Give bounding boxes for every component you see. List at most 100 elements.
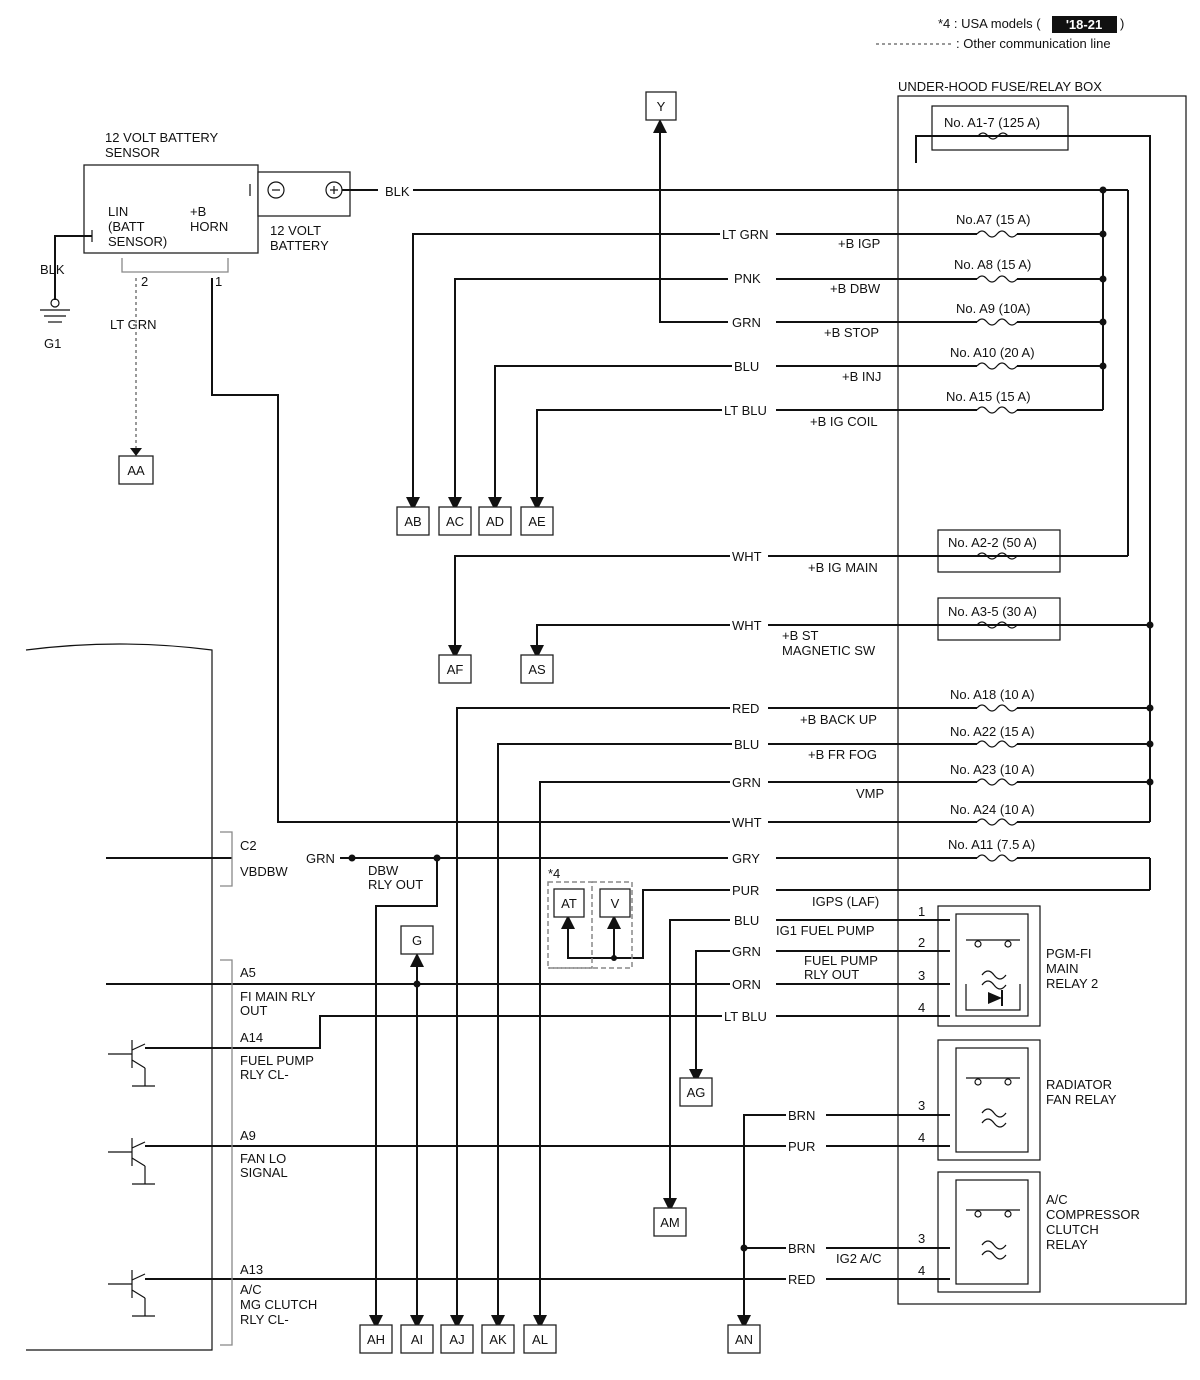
svg-text:VMP: VMP (856, 786, 884, 801)
svg-text:No. A9 (10A): No. A9 (10A) (956, 301, 1030, 316)
svg-text:IG1 FUEL PUMP: IG1 FUEL PUMP (776, 923, 874, 938)
svg-text:A/C: A/C (1046, 1192, 1068, 1207)
svg-text:AM: AM (660, 1215, 680, 1230)
svg-text:AH: AH (367, 1332, 385, 1347)
svg-text:WHT: WHT (732, 549, 762, 564)
battery-12v: 12 VOLT BATTERY (257, 171, 378, 253)
legend-badge-bg (1052, 16, 1117, 33)
svg-text:No. A8 (15 A): No. A8 (15 A) (954, 257, 1031, 272)
svg-text:SENSOR): SENSOR) (108, 234, 167, 249)
svg-text:RELAY: RELAY (1046, 1237, 1088, 1252)
legend-note4-suffix: ) (1120, 16, 1124, 31)
harness-wires (106, 119, 950, 1329)
svg-text:BLK: BLK (385, 184, 410, 199)
svg-text:(BATT: (BATT (108, 219, 145, 234)
connector-al: AL (523, 1324, 557, 1354)
svg-text:SIGNAL: SIGNAL (240, 1165, 288, 1180)
svg-text:No. A22 (15 A): No. A22 (15 A) (950, 724, 1035, 739)
connector-aj: AJ (440, 1324, 474, 1354)
svg-text:AA: AA (127, 463, 145, 478)
battery-sensor: 12 VOLT BATTERY SENSOR LIN (BATT SENSOR)… (83, 130, 259, 456)
connector-ab: AB (396, 506, 430, 536)
connector-ac: AC (438, 506, 472, 536)
svg-text:FUEL PUMP: FUEL PUMP (240, 1053, 314, 1068)
connector-ai: AI (400, 1324, 434, 1354)
ground-g1: G1 (40, 235, 92, 351)
connector-aa: AA (118, 455, 154, 485)
svg-text:+B DBW: +B DBW (830, 281, 881, 296)
power-buses (413, 135, 1154, 822)
svg-text:No. A10 (20 A): No. A10 (20 A) (950, 345, 1035, 360)
svg-text:A5: A5 (240, 965, 256, 980)
connector-ak: AK (481, 1324, 515, 1354)
svg-text:4: 4 (918, 1263, 925, 1278)
svg-text:No. A1-7 (125 A): No. A1-7 (125 A) (944, 115, 1040, 130)
connector-ag: AG (679, 1077, 713, 1107)
svg-text:+B BACK UP: +B BACK UP (800, 712, 877, 727)
svg-text:GRN: GRN (732, 944, 761, 959)
svg-text:LT BLU: LT BLU (724, 1009, 767, 1024)
svg-text:A/C: A/C (240, 1282, 262, 1297)
svg-text:4: 4 (918, 1000, 925, 1015)
svg-text:2: 2 (141, 274, 148, 289)
connector-af: AF (438, 654, 472, 684)
svg-text:A13: A13 (240, 1262, 263, 1277)
svg-text:AS: AS (528, 662, 546, 677)
svg-text:GRY: GRY (732, 851, 760, 866)
fusebox-outline (897, 95, 1187, 1305)
svg-text:No. A24 (10 A): No. A24 (10 A) (950, 802, 1035, 817)
svg-text:AL: AL (532, 1332, 548, 1347)
svg-text:DBW: DBW (368, 863, 399, 878)
svg-text:12 VOLT: 12 VOLT (270, 223, 321, 238)
svg-text:4: 4 (918, 1130, 925, 1145)
fuse-a1-7: No. A1-7 (125 A) (931, 105, 1069, 151)
svg-text:GRN: GRN (732, 775, 761, 790)
svg-text:RLY CL-: RLY CL- (240, 1067, 289, 1082)
svg-text:ORN: ORN (732, 977, 761, 992)
fuse-rows: No.A7 (15 A) No. A8 (15 A) No. A9 (10A) … (768, 212, 1151, 891)
svg-text:FI MAIN RLY: FI MAIN RLY (240, 989, 316, 1004)
legend-badge: '18-21 (1066, 17, 1102, 32)
svg-text:LT GRN: LT GRN (110, 317, 156, 332)
svg-text:+B ST: +B ST (782, 628, 819, 643)
svg-text:No. A18 (10 A): No. A18 (10 A) (950, 687, 1035, 702)
svg-text:CLUTCH: CLUTCH (1046, 1222, 1099, 1237)
svg-text:No.A7 (15 A): No.A7 (15 A) (956, 212, 1030, 227)
svg-text:AC: AC (446, 514, 464, 529)
svg-text:MAIN: MAIN (1046, 961, 1079, 976)
svg-text:+B FR FOG: +B FR FOG (808, 747, 877, 762)
relay-radiator-fan: 3 4 RADIATOR FAN RELAY (918, 1039, 1117, 1161)
svg-text:A9: A9 (240, 1128, 256, 1143)
svg-text:PNK: PNK (734, 271, 761, 286)
legend-dotted-label: : Other communication line (956, 36, 1111, 51)
svg-text:WHT: WHT (732, 618, 762, 633)
svg-text:A14: A14 (240, 1030, 263, 1045)
svg-text:AF: AF (447, 662, 464, 677)
svg-text:+B IGP: +B IGP (838, 236, 880, 251)
svg-text:+B IG COIL: +B IG COIL (810, 414, 878, 429)
svg-text:No. A3-5 (30 A): No. A3-5 (30 A) (948, 604, 1037, 619)
svg-text:RED: RED (788, 1272, 815, 1287)
svg-text:BRN: BRN (788, 1241, 815, 1256)
svg-text:RELAY 2: RELAY 2 (1046, 976, 1098, 991)
svg-text:No. A2-2 (50 A): No. A2-2 (50 A) (948, 535, 1037, 550)
connector-g: G (400, 925, 434, 955)
svg-text:AE: AE (528, 514, 546, 529)
circuit-labels: +B IGP +B DBW +B STOP +B INJ +B IG COIL … (776, 236, 884, 1266)
fusebox-title: UNDER-HOOD FUSE/RELAY BOX (898, 79, 1102, 94)
svg-text:IG2 A/C: IG2 A/C (836, 1251, 882, 1266)
svg-text:No. A11 (7.5 A): No. A11 (7.5 A) (948, 837, 1035, 852)
connector-an: AN (727, 1324, 761, 1354)
svg-text:COMPRESSOR: COMPRESSOR (1046, 1207, 1140, 1222)
svg-text:BLK: BLK (40, 262, 65, 277)
svg-text:OUT: OUT (240, 1003, 268, 1018)
svg-text:2: 2 (918, 935, 925, 950)
svg-text:AG: AG (687, 1085, 706, 1100)
svg-text:3: 3 (918, 968, 925, 983)
svg-text:12 VOLT BATTERY: 12 VOLT BATTERY (105, 130, 219, 145)
svg-text:AN: AN (735, 1332, 753, 1347)
legend: *4 : USA models ( '18-21 ) : Other commu… (876, 16, 1124, 51)
connector-am: AM (653, 1207, 687, 1237)
svg-text:BLU: BLU (734, 913, 759, 928)
